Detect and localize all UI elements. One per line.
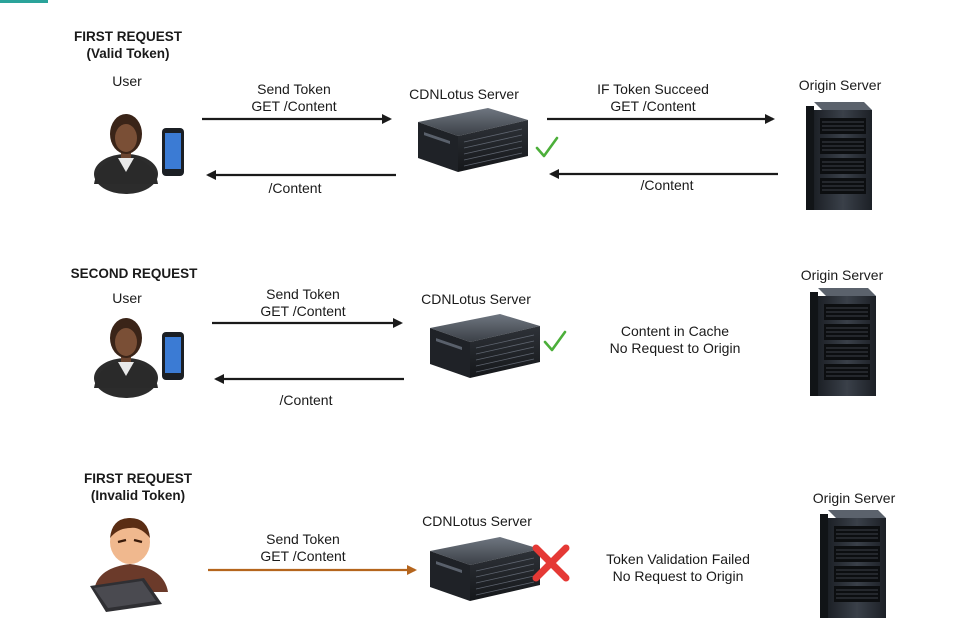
- s2-cache-note: Content in Cache No Request to Origin: [610, 323, 741, 357]
- s2-note-line1: Content in Cache: [620, 323, 730, 339]
- s2-response-label: /Content: [279, 392, 333, 408]
- s3-title: FIRST REQUEST (Invalid Token): [84, 470, 192, 504]
- s3-request-label: Send Token GET /Content: [260, 531, 345, 565]
- s1-cdn-server-icon: [417, 107, 529, 173]
- s1-request-line2: GET /Content: [251, 98, 337, 114]
- s1-request-label: Send Token GET /Content: [251, 81, 336, 115]
- s3-failure-note: Token Validation Failed No Request to Or…: [606, 551, 750, 585]
- s1-checkmark-icon: [535, 136, 559, 158]
- s1-subtitle-line: (Valid Token): [86, 46, 170, 61]
- s1-user-icon: [94, 114, 184, 194]
- s2-request-line1: Send Token: [266, 286, 340, 302]
- s2-checkmark-icon: [543, 330, 567, 352]
- s1-origin-label: Origin Server: [798, 77, 882, 93]
- s1-cdn-label: CDNLotus Server: [409, 86, 519, 102]
- s2-note-line2: No Request to Origin: [609, 340, 741, 356]
- top-accent-bar: [0, 0, 48, 3]
- s2-origin-server-icon: [809, 287, 877, 397]
- s3-origin-server-icon: [819, 509, 887, 619]
- s3-note-line2: No Request to Origin: [612, 568, 744, 584]
- s2-request-line2: GET /Content: [260, 303, 346, 319]
- s3-cross-icon: [532, 544, 570, 582]
- s1-origin-response-label: /Content: [640, 177, 694, 193]
- s3-subtitle-line: (Invalid Token): [90, 488, 186, 503]
- s3-cdn-server-icon: [429, 536, 541, 602]
- s1-forward-label: IF Token Succeed GET /Content: [597, 81, 709, 115]
- s2-cdn-label: CDNLotus Server: [421, 291, 531, 307]
- s1-forward-line2: GET /Content: [610, 98, 696, 114]
- s2-title: SECOND REQUEST: [70, 266, 198, 281]
- s2-user-label: User: [112, 290, 142, 306]
- s3-request-line1: Send Token: [266, 531, 340, 547]
- s1-user-label: User: [112, 73, 142, 89]
- s3-note-line1: Token Validation Failed: [606, 551, 750, 567]
- s1-forward-line1: IF Token Succeed: [597, 81, 709, 97]
- s3-hacker-icon: [88, 516, 170, 614]
- s1-title: FIRST REQUEST (Valid Token): [74, 28, 182, 62]
- s3-cdn-label: CDNLotus Server: [422, 513, 532, 529]
- s2-request-label: Send Token GET /Content: [260, 286, 345, 320]
- s2-origin-label: Origin Server: [800, 267, 884, 283]
- s2-cdn-server-icon: [429, 313, 541, 379]
- s3-origin-label: Origin Server: [812, 490, 896, 506]
- s2-user-icon: [94, 318, 184, 398]
- s1-response-label: /Content: [268, 180, 322, 196]
- s3-title-line: FIRST REQUEST: [83, 471, 193, 486]
- s1-request-line1: Send Token: [257, 81, 331, 97]
- s1-origin-server-icon: [805, 101, 873, 211]
- s3-request-line2: GET /Content: [260, 548, 346, 564]
- s1-title-line: FIRST REQUEST: [73, 29, 183, 44]
